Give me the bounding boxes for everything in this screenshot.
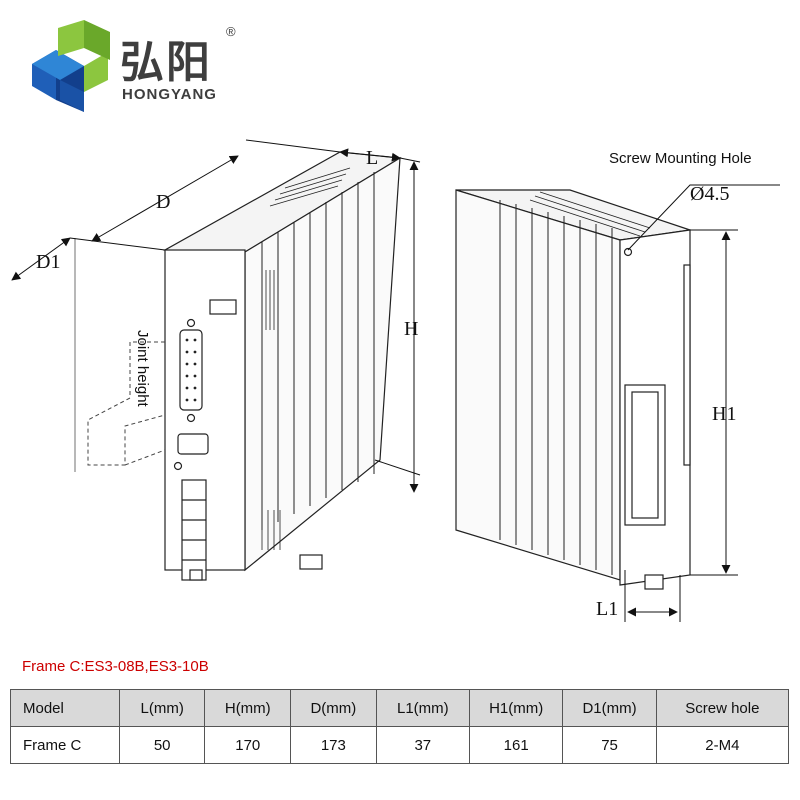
header-cell: D1(mm) [562, 689, 657, 727]
table-cell: 161 [468, 726, 564, 764]
table-cell: 37 [375, 726, 471, 764]
dim-d-label: D [156, 191, 170, 213]
header-cell: D(mm) [290, 689, 377, 727]
dim-l1-label: L1 [596, 598, 618, 620]
screw-diameter-label: Ø4.5 [690, 183, 729, 205]
header-cell: H(mm) [204, 689, 292, 727]
joint-height-label: Joint height [134, 330, 151, 408]
dim-l-label: L [366, 147, 378, 169]
dimension-drawing: Joint height D D1 L H [11, 139, 780, 622]
header-cell: L(mm) [118, 689, 206, 727]
table-cell: 173 [290, 726, 377, 764]
table-cell: Frame C [10, 726, 120, 764]
joint-height-outline [87, 341, 166, 466]
table-cell: 75 [562, 726, 657, 764]
dim-h1-label: H1 [712, 403, 736, 425]
table-cell: 50 [118, 726, 206, 764]
hongyang-logo-icon [32, 20, 110, 112]
frame-title: Frame C:ES3-08B,ES3-10B [22, 658, 209, 675]
registered-mark: ® [226, 24, 236, 39]
brand-name-cn: 弘阳 [120, 37, 212, 88]
header-cell: H1(mm) [468, 689, 564, 727]
table-header-row: Model L(mm) H(mm) D(mm) L1(mm) H1(mm) D1… [10, 689, 790, 727]
brand-name-en: HONGYANG [122, 86, 217, 103]
header-cell: L1(mm) [375, 689, 471, 727]
spec-table: Model L(mm) H(mm) D(mm) L1(mm) H1(mm) D1… [10, 689, 790, 764]
table-row: Frame C 50 170 173 37 161 75 2-M4 [10, 726, 790, 764]
screw-mounting-hole-label: Screw Mounting Hole [609, 150, 752, 167]
dim-d1-label: D1 [36, 251, 60, 273]
dim-h-label: H [404, 318, 418, 340]
table-cell: 2-M4 [655, 726, 790, 764]
header-cell: Model [10, 689, 120, 727]
right-drive-view [455, 189, 691, 590]
table-cell: 170 [204, 726, 292, 764]
left-drive-view [162, 151, 402, 581]
header-cell: Screw hole [655, 689, 790, 727]
